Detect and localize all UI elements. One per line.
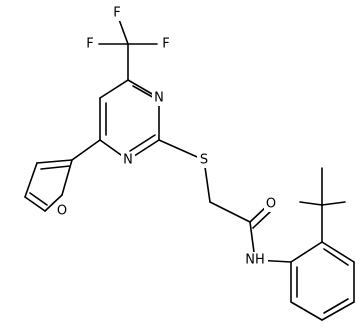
fluorine-atom-3: F — [162, 37, 169, 52]
furan-oxygen-atom: O — [57, 204, 67, 219]
pyrimidine-ring-bonds — [99, 79, 160, 161]
amide-nh-group: NH — [245, 253, 265, 268]
atom-labels: F F F N N O S O NH — [55, 5, 278, 268]
fluorine-atom-2: F — [86, 37, 93, 52]
sulfur-atom: S — [200, 153, 208, 168]
carbonyl-oxygen-atom: O — [266, 197, 276, 212]
pyrimidine-nitrogen-lower: N — [123, 153, 133, 168]
trifluoromethyl-bonds — [98, 13, 158, 81]
benzene-ring-bonds — [290, 241, 355, 321]
furan-ring-bonds — [24, 139, 101, 212]
tert-butyl-bonds — [299, 167, 346, 243]
fluorine-atom-1: F — [113, 6, 120, 21]
side-chain-bonds — [158, 139, 292, 263]
pyrimidine-nitrogen-upper: N — [154, 91, 164, 106]
